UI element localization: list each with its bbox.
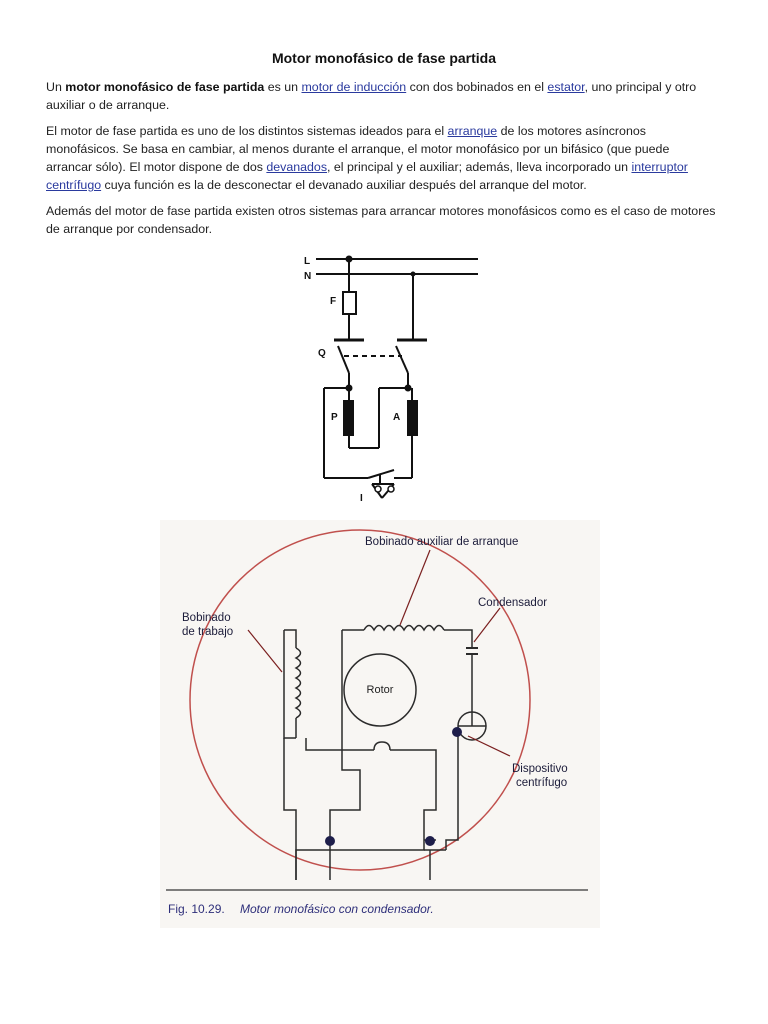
label-l: L: [304, 256, 310, 267]
label-f: F: [330, 296, 336, 307]
page-title: Motor monofásico de fase partida: [271, 50, 497, 66]
leader-work: [247, 629, 283, 673]
rotor-circle: [343, 653, 417, 727]
terminal-right: [425, 836, 435, 846]
motor-capacitor-figure: Rotor: [160, 520, 600, 928]
paragraph-other-systems: Además del motor de fase partida existen…: [46, 204, 716, 236]
aux-winding-label: Bobinado auxiliar de arranque: [365, 536, 518, 548]
link-estator[interactable]: estator: [547, 80, 585, 94]
device-label-2: centrífugo: [516, 777, 567, 789]
caption-fig-number: Fig. 10.29.: [168, 902, 225, 916]
label-q: Q: [318, 348, 326, 359]
caption-text: Motor monofásico con condensador.: [240, 902, 434, 916]
leader-cap: [473, 607, 501, 643]
link-devanados[interactable]: devanados: [266, 160, 328, 174]
stator-circle: [189, 529, 531, 871]
paragraph-description: El motor de fase partida es uno de los d…: [46, 124, 688, 192]
link-interruptor-centrifugo[interactable]: interruptor centrífugo: [46, 160, 688, 192]
label-p: P: [331, 412, 338, 423]
switch-q-left: [337, 345, 350, 374]
capacitor-label: Condensador: [478, 597, 547, 609]
leader-device: [467, 735, 511, 757]
paragraph-intro: Un motor monofásico de fase partida es u…: [46, 80, 697, 112]
scan-background: [160, 520, 600, 928]
coil-auxiliar: [407, 400, 418, 436]
label-n: N: [304, 271, 311, 282]
work-winding-label-1: Bobinado: [182, 612, 231, 624]
link-motor-de-induccion[interactable]: motor de inducción: [301, 80, 407, 94]
bold-term: motor monofásico de fase partida: [65, 80, 265, 94]
coil-principal: [343, 400, 354, 436]
device-contact: [452, 727, 462, 737]
leader-aux: [399, 549, 431, 626]
wiring-schematic: L N F Q P A: [304, 255, 478, 504]
work-winding-label-2: de trabajo: [182, 626, 233, 638]
working-coil: [294, 647, 302, 719]
switch-q-right: [395, 345, 409, 374]
auxiliary-coil: [363, 624, 445, 632]
rotor-label: Rotor: [367, 684, 394, 696]
link-arranque[interactable]: arranque: [447, 124, 498, 138]
label-i: I: [360, 493, 363, 504]
fuse-symbol: [342, 291, 357, 315]
device-label-1: Dispositivo: [512, 763, 568, 775]
terminal-left: [325, 836, 335, 846]
label-a: A: [393, 412, 400, 423]
